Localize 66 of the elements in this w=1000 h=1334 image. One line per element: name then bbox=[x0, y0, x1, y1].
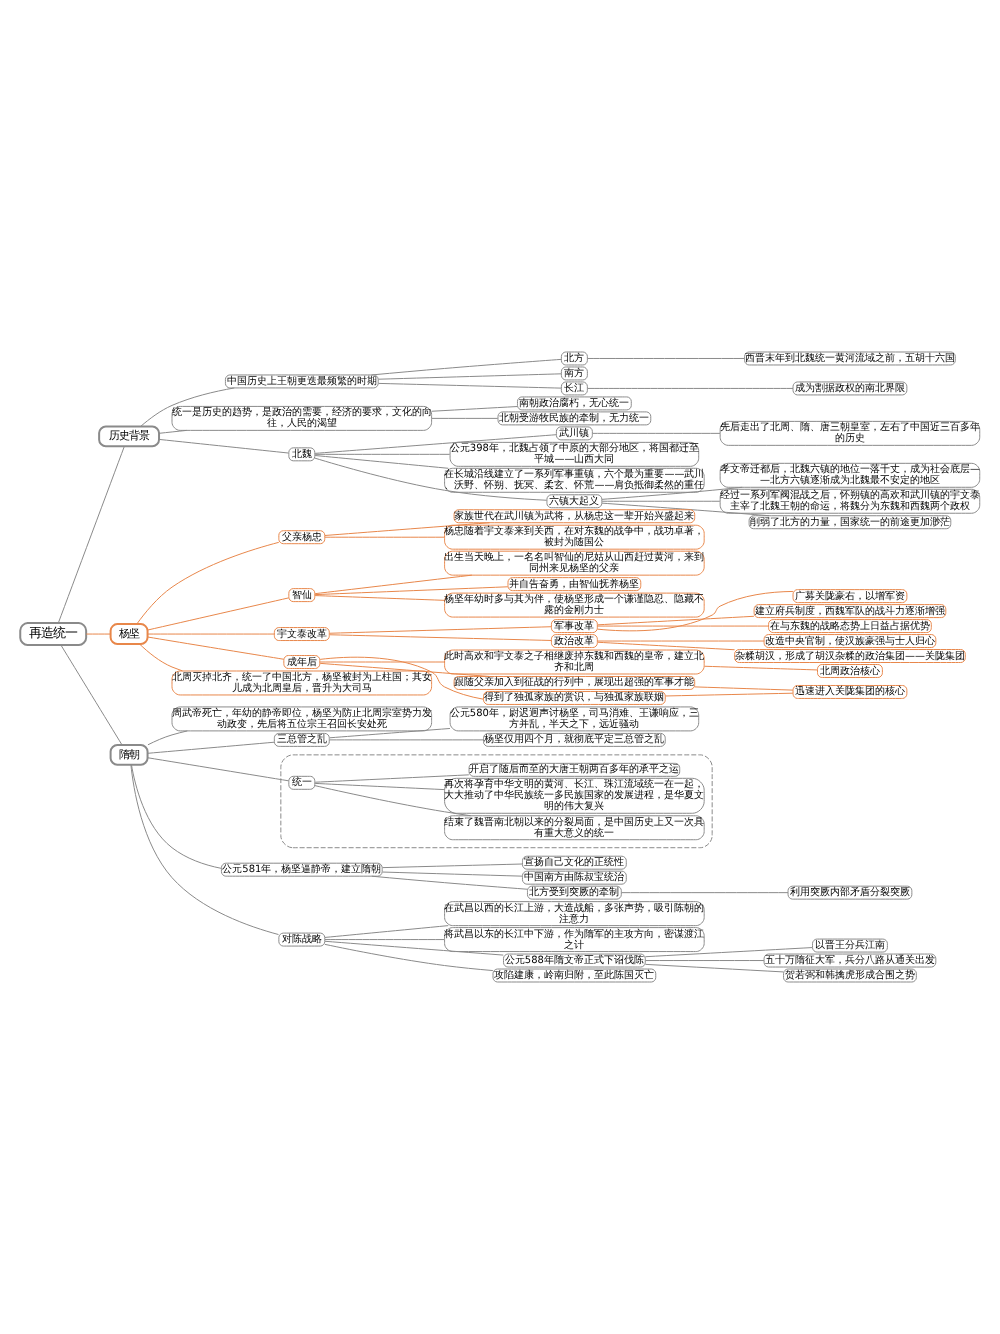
connector bbox=[314, 434, 557, 454]
connector bbox=[621, 892, 789, 894]
connector bbox=[601, 486, 743, 500]
connector bbox=[324, 940, 504, 956]
connector bbox=[85, 633, 111, 635]
connector bbox=[371, 358, 562, 376]
connector bbox=[147, 636, 285, 660]
connector bbox=[329, 634, 552, 641]
connector bbox=[587, 358, 746, 359]
connector bbox=[158, 438, 289, 454]
connector bbox=[329, 728, 451, 739]
connector bbox=[645, 960, 765, 962]
connector bbox=[431, 417, 499, 419]
connector bbox=[597, 590, 794, 632]
connector bbox=[314, 457, 548, 501]
connector bbox=[664, 692, 794, 697]
connector bbox=[60, 644, 123, 746]
connector bbox=[378, 382, 562, 389]
connector bbox=[147, 597, 290, 631]
connector bbox=[597, 641, 736, 651]
connector bbox=[324, 943, 494, 972]
connector bbox=[136, 541, 280, 625]
connector bbox=[314, 595, 446, 601]
connector bbox=[314, 586, 509, 596]
connector bbox=[645, 963, 784, 973]
connector bbox=[382, 871, 523, 877]
connector bbox=[592, 432, 721, 434]
connector bbox=[601, 502, 770, 517]
connector bbox=[597, 625, 769, 627]
connector bbox=[324, 536, 445, 538]
connector bbox=[324, 939, 445, 941]
connector bbox=[131, 764, 222, 869]
connector bbox=[158, 429, 188, 434]
connector bbox=[314, 455, 449, 469]
connector bbox=[329, 739, 484, 741]
connector bbox=[324, 925, 449, 938]
connector bbox=[147, 741, 275, 754]
connector bbox=[139, 643, 184, 672]
connector bbox=[319, 656, 484, 700]
connector bbox=[147, 633, 275, 635]
connector bbox=[140, 387, 235, 427]
connector bbox=[57, 446, 125, 624]
connector bbox=[329, 626, 552, 634]
connector bbox=[324, 522, 491, 536]
connector bbox=[314, 774, 470, 783]
connector bbox=[587, 387, 794, 389]
connector bbox=[314, 782, 446, 791]
connector bbox=[704, 665, 818, 671]
connector bbox=[147, 757, 290, 782]
connector bbox=[431, 406, 518, 412]
connector bbox=[601, 500, 721, 502]
connector bbox=[597, 615, 755, 626]
connector bbox=[130, 764, 279, 935]
connector bbox=[694, 686, 794, 691]
connector bbox=[645, 947, 813, 958]
connector bbox=[314, 785, 472, 817]
connector bbox=[319, 662, 490, 677]
cluster bbox=[280, 754, 713, 849]
connector bbox=[147, 730, 188, 746]
connector bbox=[314, 453, 451, 455]
connector bbox=[314, 574, 473, 595]
connector bbox=[371, 875, 528, 890]
connector bbox=[319, 661, 445, 663]
connector bbox=[378, 373, 562, 380]
connector bbox=[382, 863, 523, 869]
connector bbox=[597, 640, 765, 642]
